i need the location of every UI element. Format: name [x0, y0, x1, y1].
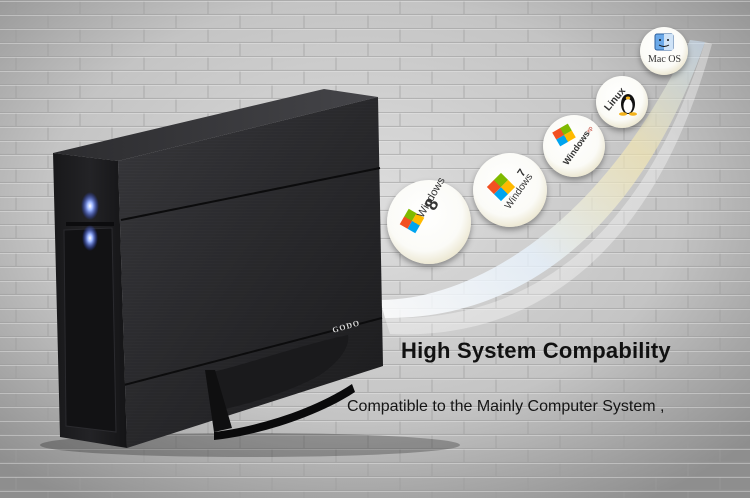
windows-xp-badge: Windows xp [543, 115, 605, 177]
tux-penguin-icon [619, 94, 637, 116]
linux-badge: Linux [596, 76, 648, 128]
activity-led-icon [82, 225, 98, 251]
mac-finder-icon [654, 33, 674, 51]
windows-8-badge: Windows 8 [387, 175, 471, 264]
mac-os-badge: Mac OS [640, 27, 688, 75]
headline: High System Compability [401, 338, 671, 363]
power-led-icon [81, 192, 99, 220]
windows-7-badge: Windows 7 [473, 153, 547, 227]
badge-label: Mac OS [648, 54, 682, 65]
subline: Compatible to the Mainly Computer System… [347, 398, 665, 415]
